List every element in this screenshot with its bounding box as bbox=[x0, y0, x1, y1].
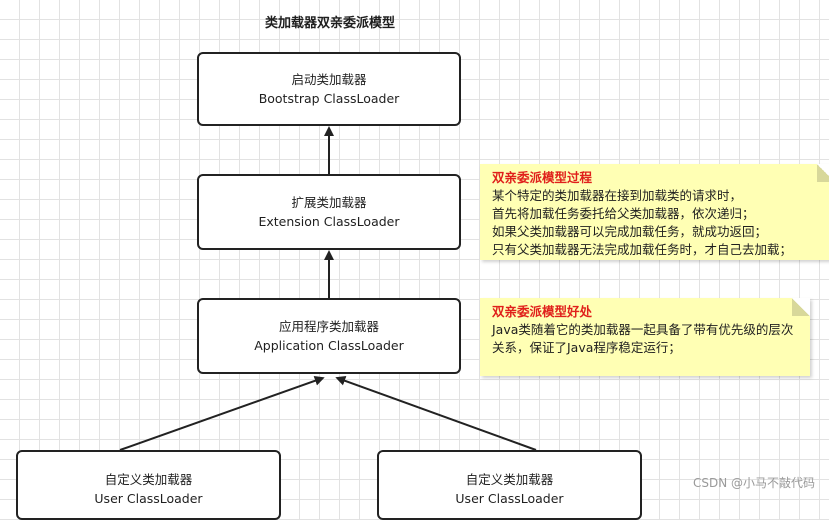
extension-en-label: Extension ClassLoader bbox=[258, 214, 400, 229]
application-en-label: Application ClassLoader bbox=[254, 338, 404, 353]
note-delegation-process: 双亲委派模型过程 某个特定的类加载器在接到加载类的请求时， 首先将加载任务委托给… bbox=[480, 164, 829, 260]
user-left-zh-label: 自定义类加载器 bbox=[104, 472, 193, 487]
note-fold-corner bbox=[817, 164, 829, 182]
bootstrap-zh-label: 启动类加载器 bbox=[291, 72, 367, 87]
user-classloader-box-left: 自定义类加载器 User ClassLoader bbox=[16, 450, 281, 520]
diagram-title: 类加载器双亲委派模型 bbox=[264, 16, 395, 31]
application-classloader-box: 应用程序类加载器 Application ClassLoader bbox=[197, 298, 461, 374]
note-process-title: 双亲委派模型过程 bbox=[492, 170, 593, 185]
note-delegation-benefit: 双亲委派模型好处 Java类随着它的类加载器一起具备了带有优先级的层次 关系，保… bbox=[480, 298, 810, 376]
arrow-user-left-to-application bbox=[119, 375, 325, 451]
arrow-user-right-to-application bbox=[335, 376, 537, 451]
note-benefit-line: 关系，保证了Java程序稳定运行； bbox=[492, 340, 681, 355]
bootstrap-classloader-box: 启动类加载器 Bootstrap ClassLoader bbox=[197, 52, 461, 126]
bootstrap-en-label: Bootstrap ClassLoader bbox=[258, 91, 400, 106]
note-benefit-title: 双亲委派模型好处 bbox=[492, 304, 593, 319]
application-zh-label: 应用程序类加载器 bbox=[278, 319, 379, 334]
note-fold-corner bbox=[792, 298, 810, 316]
user-right-en-label: User ClassLoader bbox=[455, 491, 564, 506]
user-right-zh-label: 自定义类加载器 bbox=[465, 472, 554, 487]
note-benefit-line: Java类随着它的类加载器一起具备了带有优先级的层次 bbox=[492, 322, 794, 337]
note-process-line: 首先将加载任务委托给父类加载器，依次递归； bbox=[492, 206, 755, 221]
user-classloader-box-right: 自定义类加载器 User ClassLoader bbox=[377, 450, 642, 520]
note-process-line: 如果父类加载器可以完成加载任务，就成功返回； bbox=[492, 224, 768, 239]
extension-zh-label: 扩展类加载器 bbox=[291, 195, 367, 210]
csdn-watermark: CSDN @小马不敲代码 bbox=[692, 476, 815, 490]
note-process-line: 某个特定的类加载器在接到加载类的请求时， bbox=[492, 188, 743, 203]
user-left-en-label: User ClassLoader bbox=[94, 491, 203, 506]
note-process-line: 只有父类加载器无法完成加载任务时，才自己去加载； bbox=[492, 242, 793, 257]
extension-classloader-box: 扩展类加载器 Extension ClassLoader bbox=[197, 174, 461, 250]
